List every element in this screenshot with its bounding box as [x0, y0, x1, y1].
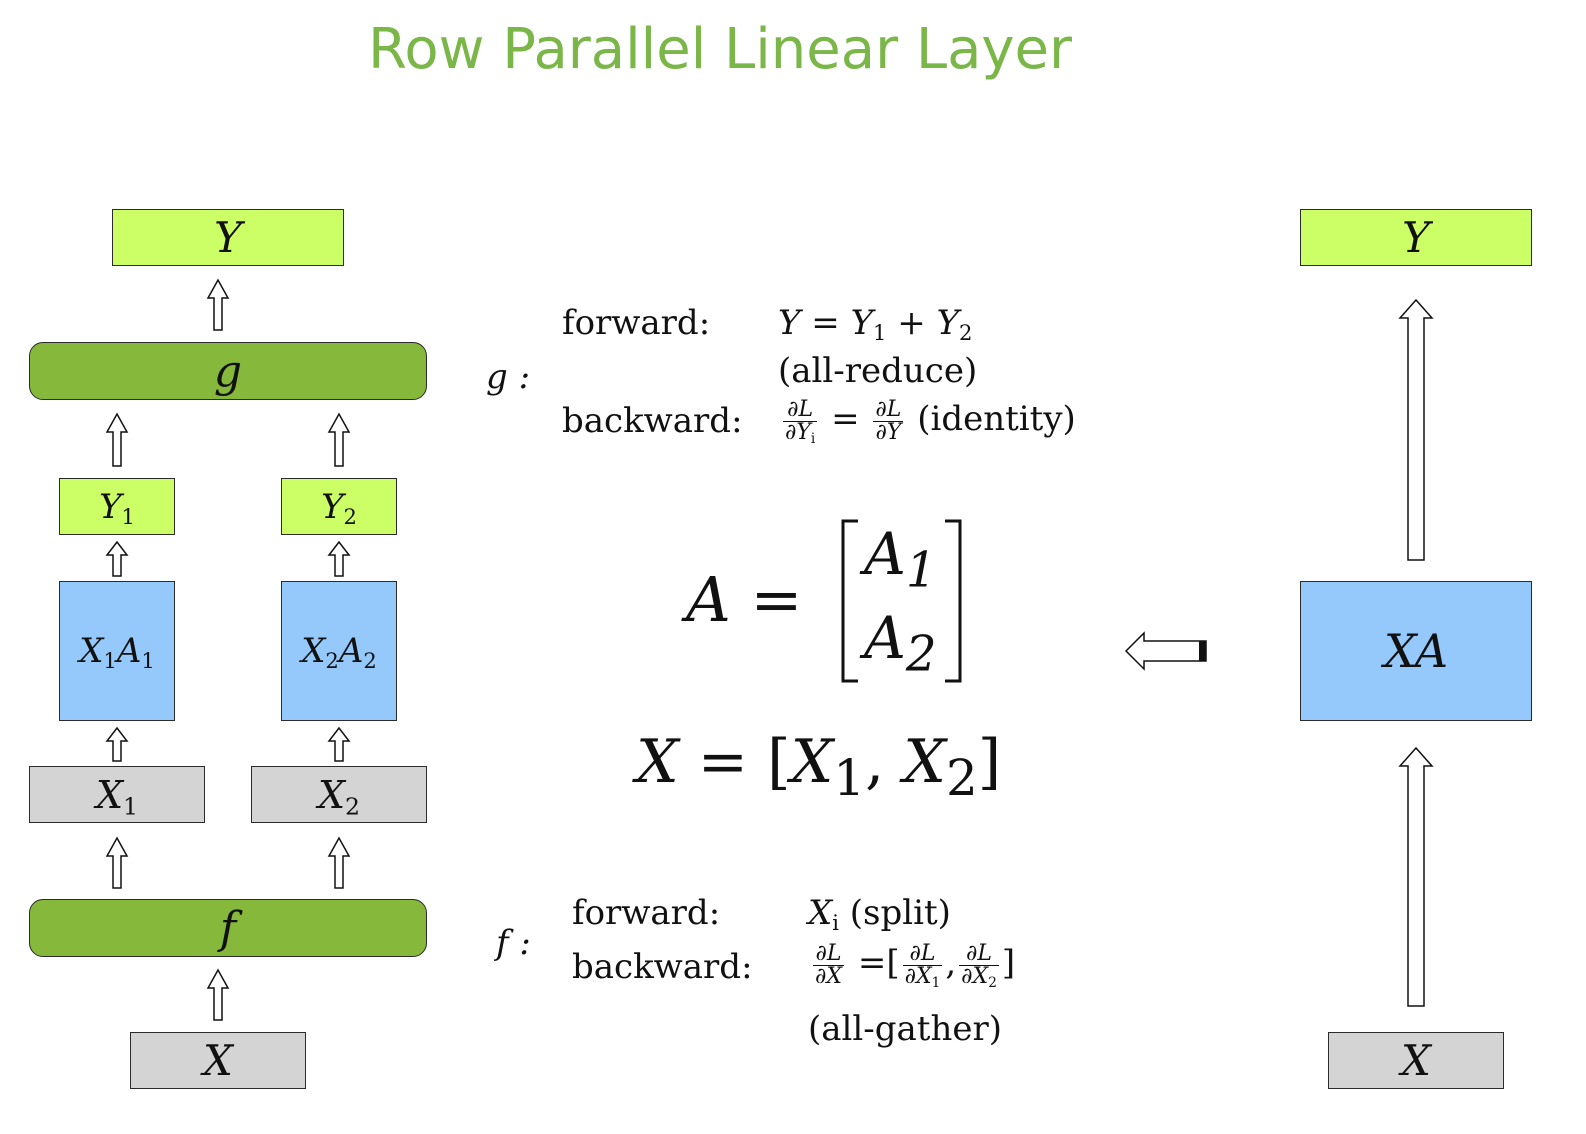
- x1-label: X1: [95, 772, 139, 821]
- f-backward-lhs-fraction: ∂L ∂X: [813, 940, 845, 989]
- y1-box: Y1: [59, 478, 175, 535]
- arrow-up-icon: [206, 278, 230, 331]
- arrow-up-icon: [327, 726, 351, 762]
- f-block-prefix: f :: [496, 923, 531, 963]
- f-forward-expr: Xi (split): [808, 893, 951, 935]
- g-backward-expr: ∂L ∂Yi = ∂L ∂Y (identity): [783, 396, 1076, 447]
- arrow-left-tail-icon: [1199, 641, 1206, 661]
- a-equation-lhs: A =: [686, 563, 803, 636]
- g-backward-rhs-fraction: ∂L ∂Y: [873, 396, 904, 445]
- arrow-up-icon: [105, 726, 129, 762]
- g-block-prefix: g :: [486, 357, 531, 397]
- x1a1-box: X1A1: [59, 581, 175, 721]
- f-operator-box: f: [29, 899, 427, 957]
- f-backward-rhs-fraction-2: ∂L ∂X2: [959, 940, 999, 991]
- a-matrix-row-1: A1: [864, 520, 937, 599]
- f-operator-label: f: [219, 902, 237, 954]
- g-forward-expr: Y = Y1 + Y2: [778, 303, 973, 345]
- f-forward-label: forward:: [572, 893, 721, 933]
- arrow-up-icon: [105, 836, 129, 889]
- g-operator-box: g: [29, 342, 427, 400]
- left-output-y-box: Y: [112, 209, 344, 266]
- g-backward-lhs-fraction: ∂L ∂Yi: [783, 396, 818, 447]
- matrix-right-bracket-icon: [945, 519, 962, 683]
- x2a2-box: X2A2: [281, 581, 397, 721]
- x1-box: X1: [29, 766, 205, 823]
- arrow-up-icon: [327, 412, 351, 467]
- right-input-x-label: X: [1401, 1036, 1431, 1085]
- right-output-y-box: Y: [1300, 209, 1532, 266]
- page-title: Row Parallel Linear Layer: [367, 17, 1073, 82]
- g-backward-note: (identity): [917, 399, 1076, 439]
- matrix-left-bracket-icon: [841, 519, 858, 683]
- g-backward-label: backward:: [562, 401, 743, 441]
- x2-box: X2: [251, 766, 427, 823]
- a-matrix-row-2: A2: [864, 604, 937, 683]
- g-forward-label: forward:: [562, 303, 711, 343]
- f-backward-note: (all-gather): [808, 1009, 1003, 1049]
- left-input-x-label: X: [203, 1036, 233, 1085]
- left-output-y-label: Y: [214, 213, 242, 262]
- xa-box: XA: [1300, 581, 1532, 721]
- f-backward-label: backward:: [572, 947, 753, 987]
- x2a2-label: X2A2: [301, 631, 377, 673]
- f-backward-expr: ∂L ∂X =[ ∂L ∂X1 , ∂L ∂X2 ]: [813, 940, 1016, 991]
- y2-label: Y2: [321, 486, 357, 529]
- x-equation: X = [X1, X2]: [636, 727, 1002, 807]
- x1a1-label: X1A1: [79, 631, 155, 673]
- arrow-up-icon: [1398, 746, 1434, 1007]
- y1-label: Y1: [99, 486, 135, 529]
- xa-label: XA: [1383, 624, 1449, 678]
- left-input-x-box: X: [130, 1032, 306, 1089]
- g-forward-note: (all-reduce): [778, 351, 978, 391]
- arrow-up-icon: [327, 540, 351, 577]
- g-operator-label: g: [213, 345, 243, 397]
- x2-label: X2: [317, 772, 361, 821]
- arrow-up-icon: [1398, 298, 1434, 561]
- arrow-up-icon: [105, 412, 129, 467]
- right-output-y-label: Y: [1402, 213, 1430, 262]
- arrow-up-icon: [105, 540, 129, 577]
- arrow-left-icon: [1124, 631, 1207, 671]
- right-input-x-box: X: [1328, 1032, 1504, 1089]
- f-backward-rhs-fraction-1: ∂L ∂X1: [902, 940, 943, 991]
- y2-box: Y2: [281, 478, 397, 535]
- arrow-up-icon: [206, 968, 230, 1021]
- arrow-up-icon: [327, 836, 351, 889]
